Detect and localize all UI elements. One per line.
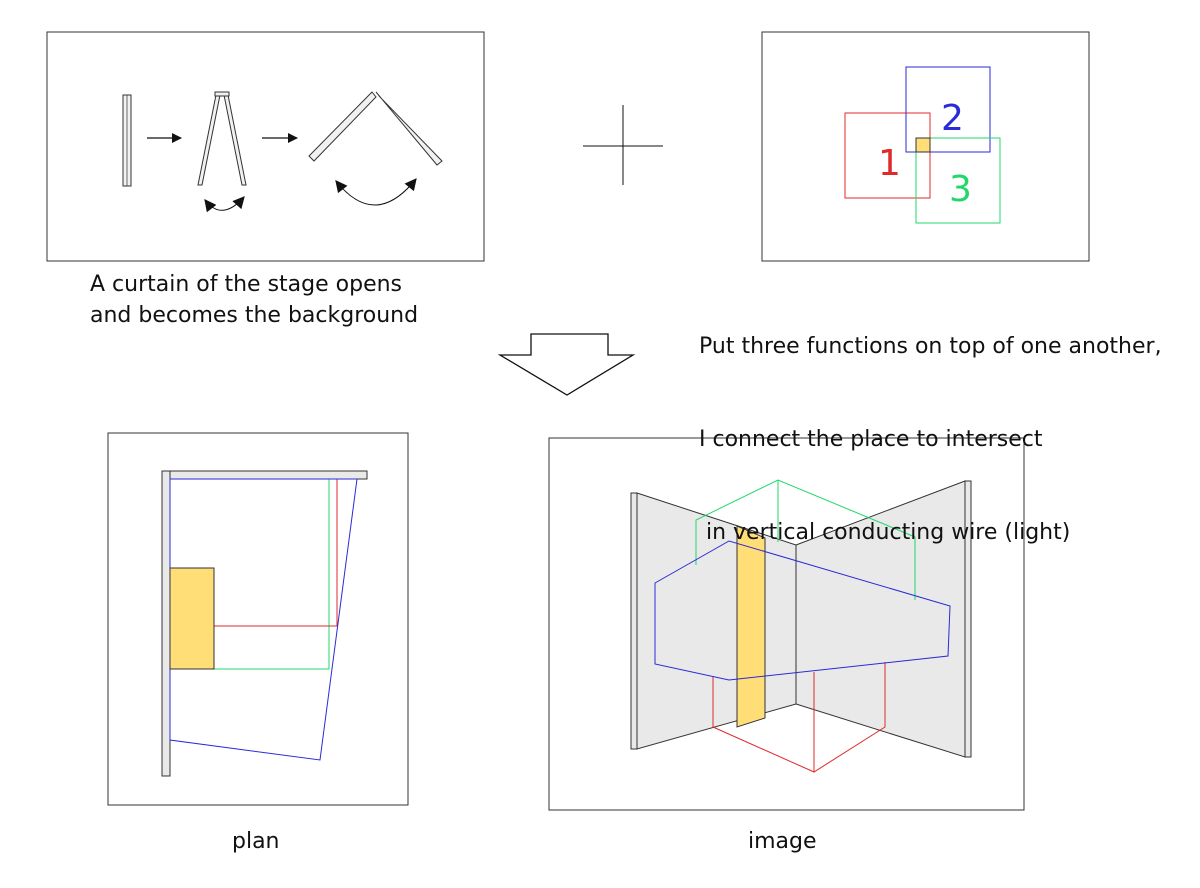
curtain-frame xyxy=(46,31,485,262)
curtain-caption-line-1: A curtain of the stage opens xyxy=(90,272,403,297)
functions-frame xyxy=(761,31,1090,262)
plus-sign xyxy=(583,105,663,185)
curtain-caption-line-2: and becomes the background xyxy=(90,303,419,328)
image-panel xyxy=(548,437,1025,811)
plan-caption: plan xyxy=(232,829,280,854)
plan-frame xyxy=(107,432,409,806)
curtain-half-open xyxy=(197,91,247,186)
functions-panel: 1 2 3 xyxy=(761,31,1090,262)
function-1-label: 1 xyxy=(878,143,901,184)
swing-arrow-large xyxy=(335,178,417,206)
image-frame xyxy=(548,437,1025,811)
plan-panel xyxy=(107,432,409,806)
function-3-label: 3 xyxy=(949,169,972,210)
intersection-square xyxy=(915,137,931,153)
swing-arrow-small xyxy=(204,196,245,213)
image-volume-2 xyxy=(654,540,951,681)
plan-wall-top xyxy=(161,470,368,480)
plan-light xyxy=(169,567,215,670)
image-caption: image xyxy=(748,829,817,854)
curtain-closed xyxy=(122,94,132,187)
result-arrow xyxy=(497,333,636,396)
function-3-square xyxy=(915,137,1001,224)
functions-caption-line-3: in vertical conducting wire (light) xyxy=(699,520,1071,545)
plan-wall-left xyxy=(161,470,171,777)
curtain-open xyxy=(308,91,443,166)
function-2-square xyxy=(905,66,991,153)
functions-caption-line-1: Put three functions on top of one anothe… xyxy=(699,334,1162,359)
function-1-square xyxy=(844,112,931,199)
image-wall-right-edge xyxy=(964,480,972,758)
function-2-label: 2 xyxy=(941,98,964,139)
curtain-panel xyxy=(46,31,485,262)
image-wall-left-edge xyxy=(630,492,638,750)
curtain-caption: A curtain of the stage opens and becomes… xyxy=(90,269,418,331)
functions-caption: Put three functions on top of one anothe… xyxy=(699,269,1162,579)
functions-caption-line-2: I connect the place to intersect xyxy=(699,427,1043,452)
